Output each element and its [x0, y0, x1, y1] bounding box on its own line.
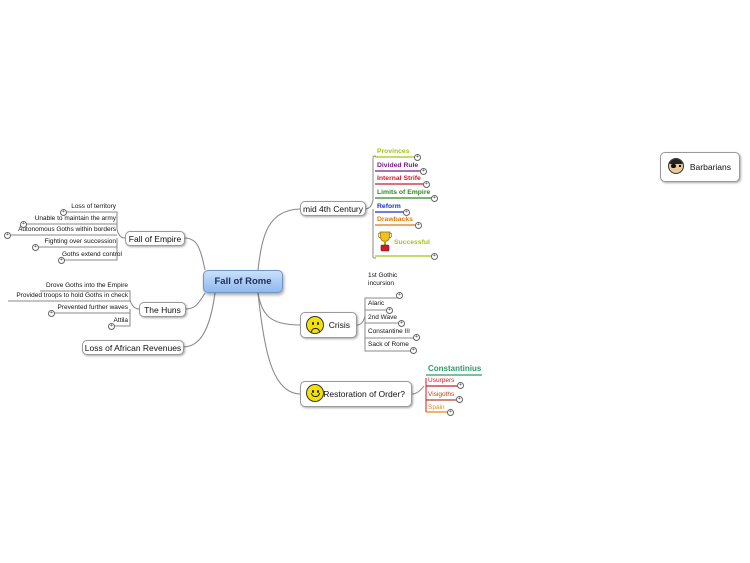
expand-plus-icon[interactable]: [423, 181, 430, 188]
expand-plus-icon[interactable]: [396, 292, 403, 299]
leaf-autonomous-goths[interactable]: Autonomous Goths within borders: [18, 226, 116, 233]
leaf-drawbacks[interactable]: Drawbacks: [377, 216, 413, 223]
leaf-fighting-over-succession[interactable]: Fighting over succession: [44, 238, 116, 245]
expand-plus-icon[interactable]: [398, 320, 405, 327]
leaf-unable-to-maintain-army[interactable]: Unable to maintain the army: [34, 215, 116, 222]
leaf-successful[interactable]: Successful: [394, 239, 430, 246]
topic-mid-4th-century[interactable]: mid 4th Century: [300, 201, 366, 216]
trophy-icon: [378, 231, 392, 252]
topic-label: Restoration of Order?: [323, 389, 405, 399]
expand-plus-icon[interactable]: [410, 347, 417, 354]
leaf-visigoths[interactable]: Visigoths: [428, 391, 455, 398]
leaf-loss-of-territory[interactable]: Loss of territory: [71, 203, 116, 210]
expand-plus-icon[interactable]: [48, 310, 55, 317]
expand-plus-icon[interactable]: [413, 334, 420, 341]
topic-loss-of-african-revenues[interactable]: Loss of African Revenues: [82, 340, 184, 355]
expand-plus-icon[interactable]: [431, 253, 438, 260]
pirate-icon: [668, 158, 684, 174]
happy-face-icon: [306, 384, 324, 402]
expand-plus-icon[interactable]: [414, 154, 421, 161]
leaf-divided-rule[interactable]: Divided Rule: [377, 162, 419, 169]
leaf-limits-of-empire[interactable]: Limits of Empire: [377, 189, 431, 196]
topic-label: Crisis: [328, 320, 350, 330]
leaf-alaric[interactable]: Alaric: [368, 300, 385, 307]
expand-plus-icon[interactable]: [431, 195, 438, 202]
sad-face-icon: [306, 316, 324, 334]
expand-plus-icon[interactable]: [4, 232, 11, 239]
expand-plus-icon[interactable]: [420, 168, 427, 175]
expand-plus-icon[interactable]: [386, 307, 393, 314]
leaf-drove-goths[interactable]: Drove Goths into the Empire: [45, 282, 128, 289]
expand-plus-icon[interactable]: [108, 323, 115, 330]
expand-plus-icon[interactable]: [447, 409, 454, 416]
leaf-usurpers[interactable]: Usurpers: [428, 377, 455, 384]
leaf-goths-extend-control[interactable]: Goths extend control: [62, 251, 122, 258]
topic-the-huns[interactable]: The Huns: [139, 302, 186, 317]
expand-plus-icon[interactable]: [20, 221, 27, 228]
expand-plus-icon[interactable]: [457, 382, 464, 389]
leaf-constantine-iii[interactable]: Constantine III: [368, 328, 410, 335]
leaf-attila[interactable]: Attila: [113, 317, 128, 324]
expand-plus-icon[interactable]: [60, 209, 67, 216]
leaf-1st-gothic-incursion[interactable]: 1st Gothic incursion: [368, 272, 398, 287]
expand-plus-icon[interactable]: [32, 244, 39, 251]
topic-label: mid 4th Century: [303, 203, 363, 214]
topic-label: The Huns: [144, 304, 181, 315]
leaf-constantinius[interactable]: Constantinius: [428, 364, 482, 373]
topic-label: Fall of Empire: [128, 233, 182, 244]
leaf-spain[interactable]: Spain: [428, 404, 445, 411]
expand-plus-icon[interactable]: [403, 209, 410, 216]
topic-label: Loss of African Revenues: [84, 342, 182, 353]
expand-plus-icon[interactable]: [456, 396, 463, 403]
leaf-internal-strife[interactable]: Internal Strife: [377, 175, 421, 182]
leaf-sack-of-rome[interactable]: Sack of Rome: [368, 341, 409, 348]
topic-label: Barbarians: [689, 162, 731, 172]
expand-plus-icon[interactable]: [415, 222, 422, 229]
leaf-prevented-further-waves[interactable]: Prevented further waves: [57, 304, 128, 311]
central-topic[interactable]: Fall of Rome: [203, 270, 283, 293]
leaf-provinces[interactable]: Provinces: [377, 148, 410, 155]
leaf-reform[interactable]: Reform: [377, 203, 401, 210]
topic-crisis[interactable]: Crisis: [300, 312, 357, 338]
leaf-2nd-wave[interactable]: 2nd Wave: [368, 314, 398, 321]
topic-fall-of-empire[interactable]: Fall of Empire: [125, 231, 185, 246]
expand-plus-icon[interactable]: [58, 257, 65, 264]
leaf-provided-troops[interactable]: Provided troops to hold Goths in check: [16, 292, 128, 299]
